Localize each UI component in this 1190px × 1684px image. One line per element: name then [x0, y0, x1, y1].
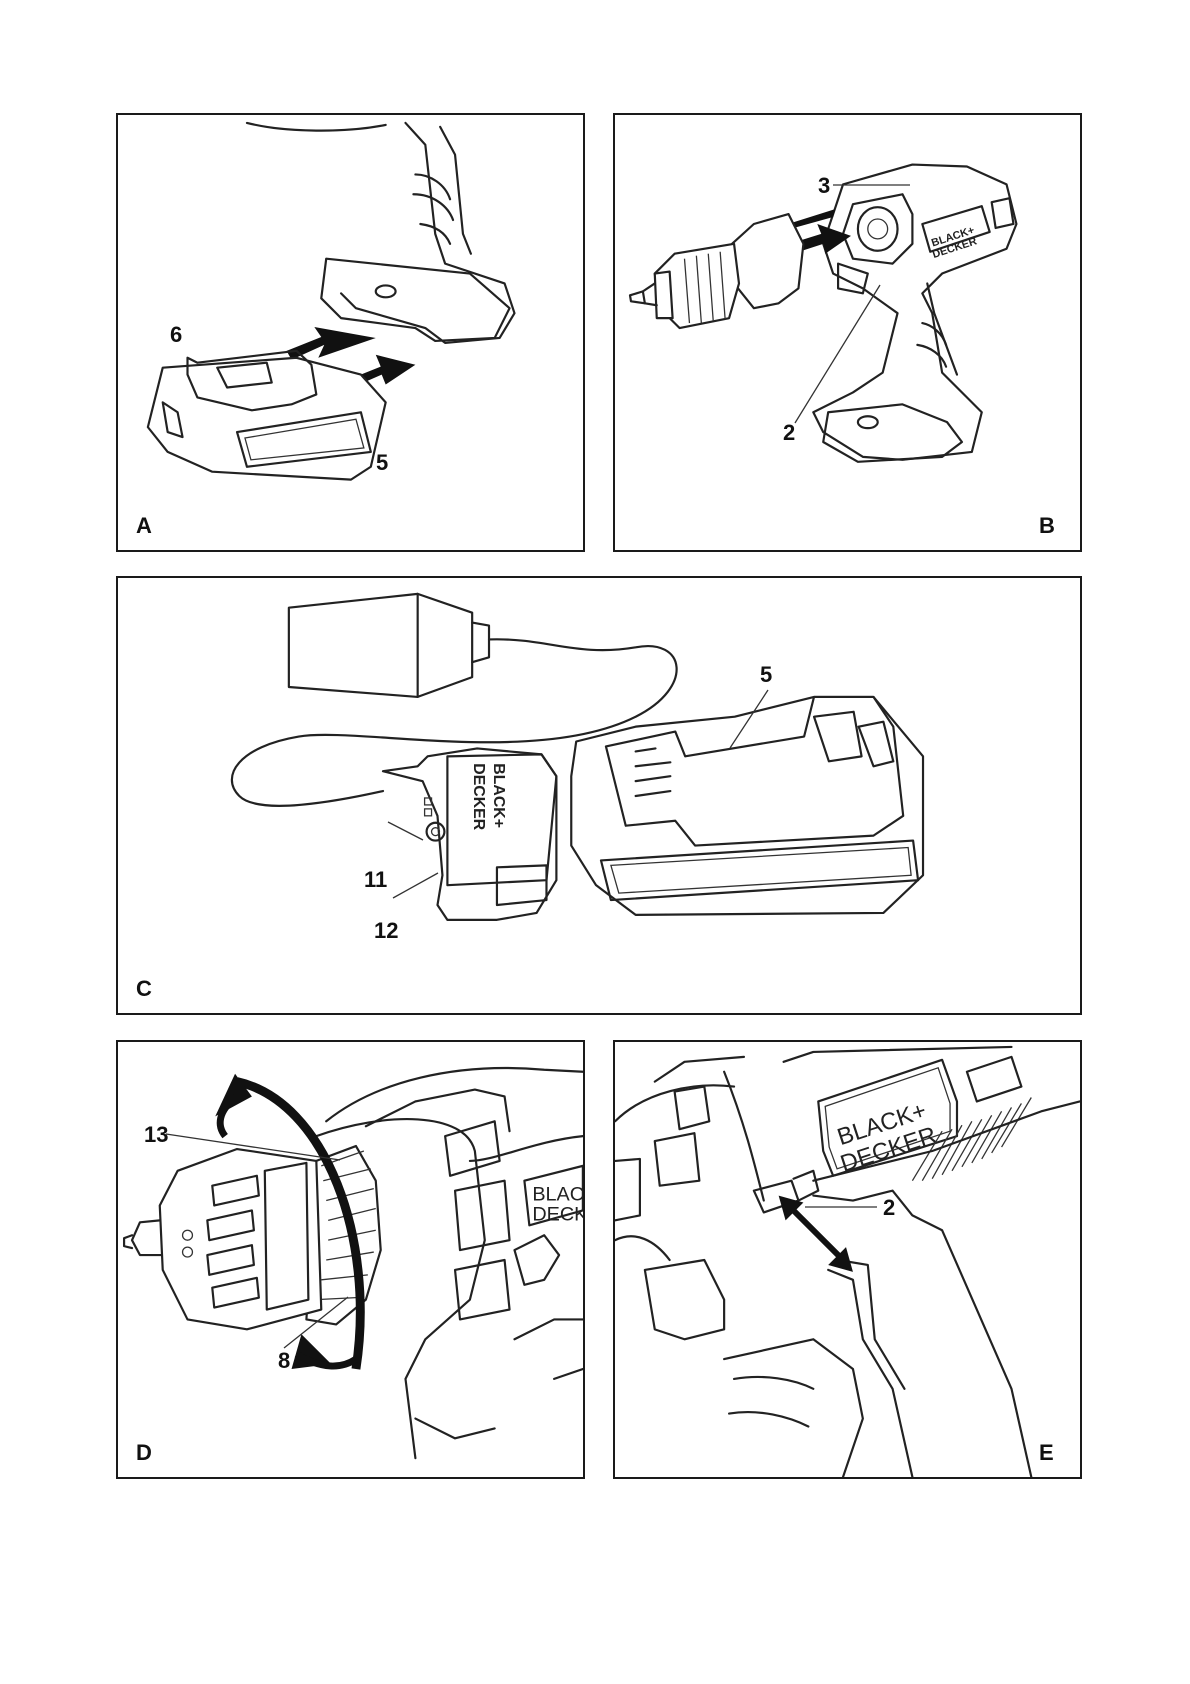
chuck-removal-illustration: BLACK+ DECKER	[628, 163, 1018, 463]
brand-logo-c: BLACK+	[490, 763, 507, 828]
battery-icon	[570, 695, 925, 916]
callout-3: 3	[818, 173, 831, 198]
panel-label-e: E	[1039, 1440, 1054, 1465]
direction-switch-illustration: BLACK+ DECKER	[615, 1045, 1080, 1477]
charger-icon: BLACK+ DECKER	[230, 592, 678, 921]
callout-5: 5	[376, 450, 389, 475]
charge-indicator-icon	[425, 821, 446, 842]
callout-2: 2	[883, 1195, 896, 1220]
brand-logo-d: BLAC	[532, 1184, 583, 1206]
callout-2: 2	[783, 420, 796, 445]
callout-6: 6	[170, 322, 183, 347]
figure-panel-c: BLACK+ DECKER 5 11 12 C	[116, 576, 1082, 1015]
callout-13: 13	[144, 1122, 169, 1147]
rotation-arrow-icon	[236, 1077, 365, 1370]
chuck-icon	[628, 212, 805, 330]
figure-panel-a: 6 5 A	[116, 113, 585, 552]
panel-label-c: C	[136, 976, 152, 1001]
figure-panel-b: BLACK+ DECKER 3 2 B	[613, 113, 1082, 552]
remove-arrow-icon	[286, 327, 376, 360]
chuck-icon	[122, 1147, 323, 1331]
svg-text:DECKER: DECKER	[470, 763, 487, 830]
callout-12: 12	[374, 918, 399, 943]
panel-label-d: D	[136, 1440, 152, 1465]
battery-insertion-illustration	[146, 121, 516, 481]
charging-illustration: BLACK+ DECKER	[230, 592, 925, 921]
panel-label-a: A	[136, 513, 152, 538]
panel-label-b: B	[1039, 513, 1055, 538]
figure-panel-e: BLACK+ DECKER 2 E	[613, 1040, 1082, 1479]
callout-8: 8	[278, 1348, 291, 1373]
callout-11: 11	[364, 867, 388, 892]
callout-5: 5	[760, 662, 773, 687]
torque-setting-illustration: BLAC DECK	[122, 1066, 583, 1460]
figure-panel-d: BLAC DECK 13	[116, 1040, 585, 1479]
switch-arrow-icon	[791, 1208, 844, 1261]
svg-text:DECK: DECK	[532, 1203, 583, 1225]
drill-icon	[812, 163, 1018, 461]
battery-icon	[146, 356, 387, 481]
